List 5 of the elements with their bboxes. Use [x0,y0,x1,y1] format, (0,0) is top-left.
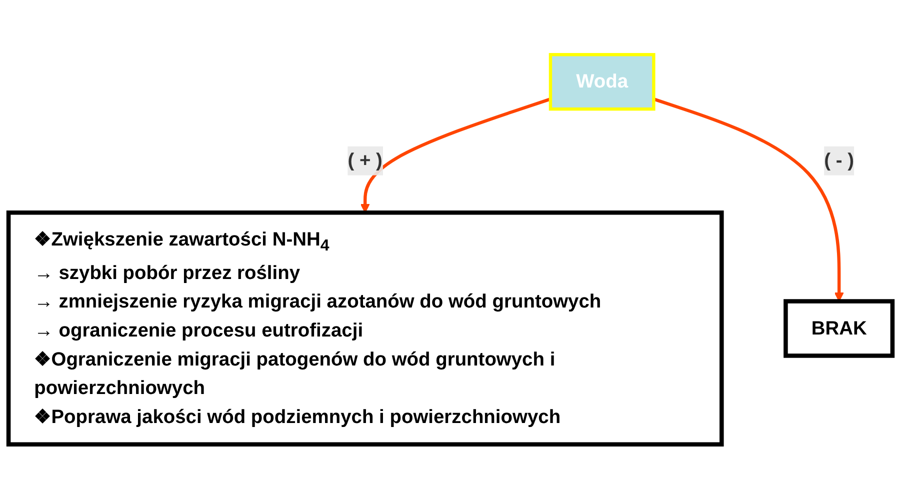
node-box: Woda [548,53,656,111]
edge-label: ( - ) [824,150,854,171]
edge-label: ( + ) [348,150,382,171]
node-box: BRAK [784,299,895,358]
node-box: ❖Zwiększenie zawartości N-NH$_{4}$ → szybki pobór przez rośliny → zmniejszenie ryzyka migracji azotanów do wód gruntowych → ograniczenie procesu eutrofizacji ❖Ograniczenie migracji patogenów do wód gruntowych i powierzchniowych ❖Poprawa jakości wód podziemnych i powierzchniowych [6,210,724,446]
